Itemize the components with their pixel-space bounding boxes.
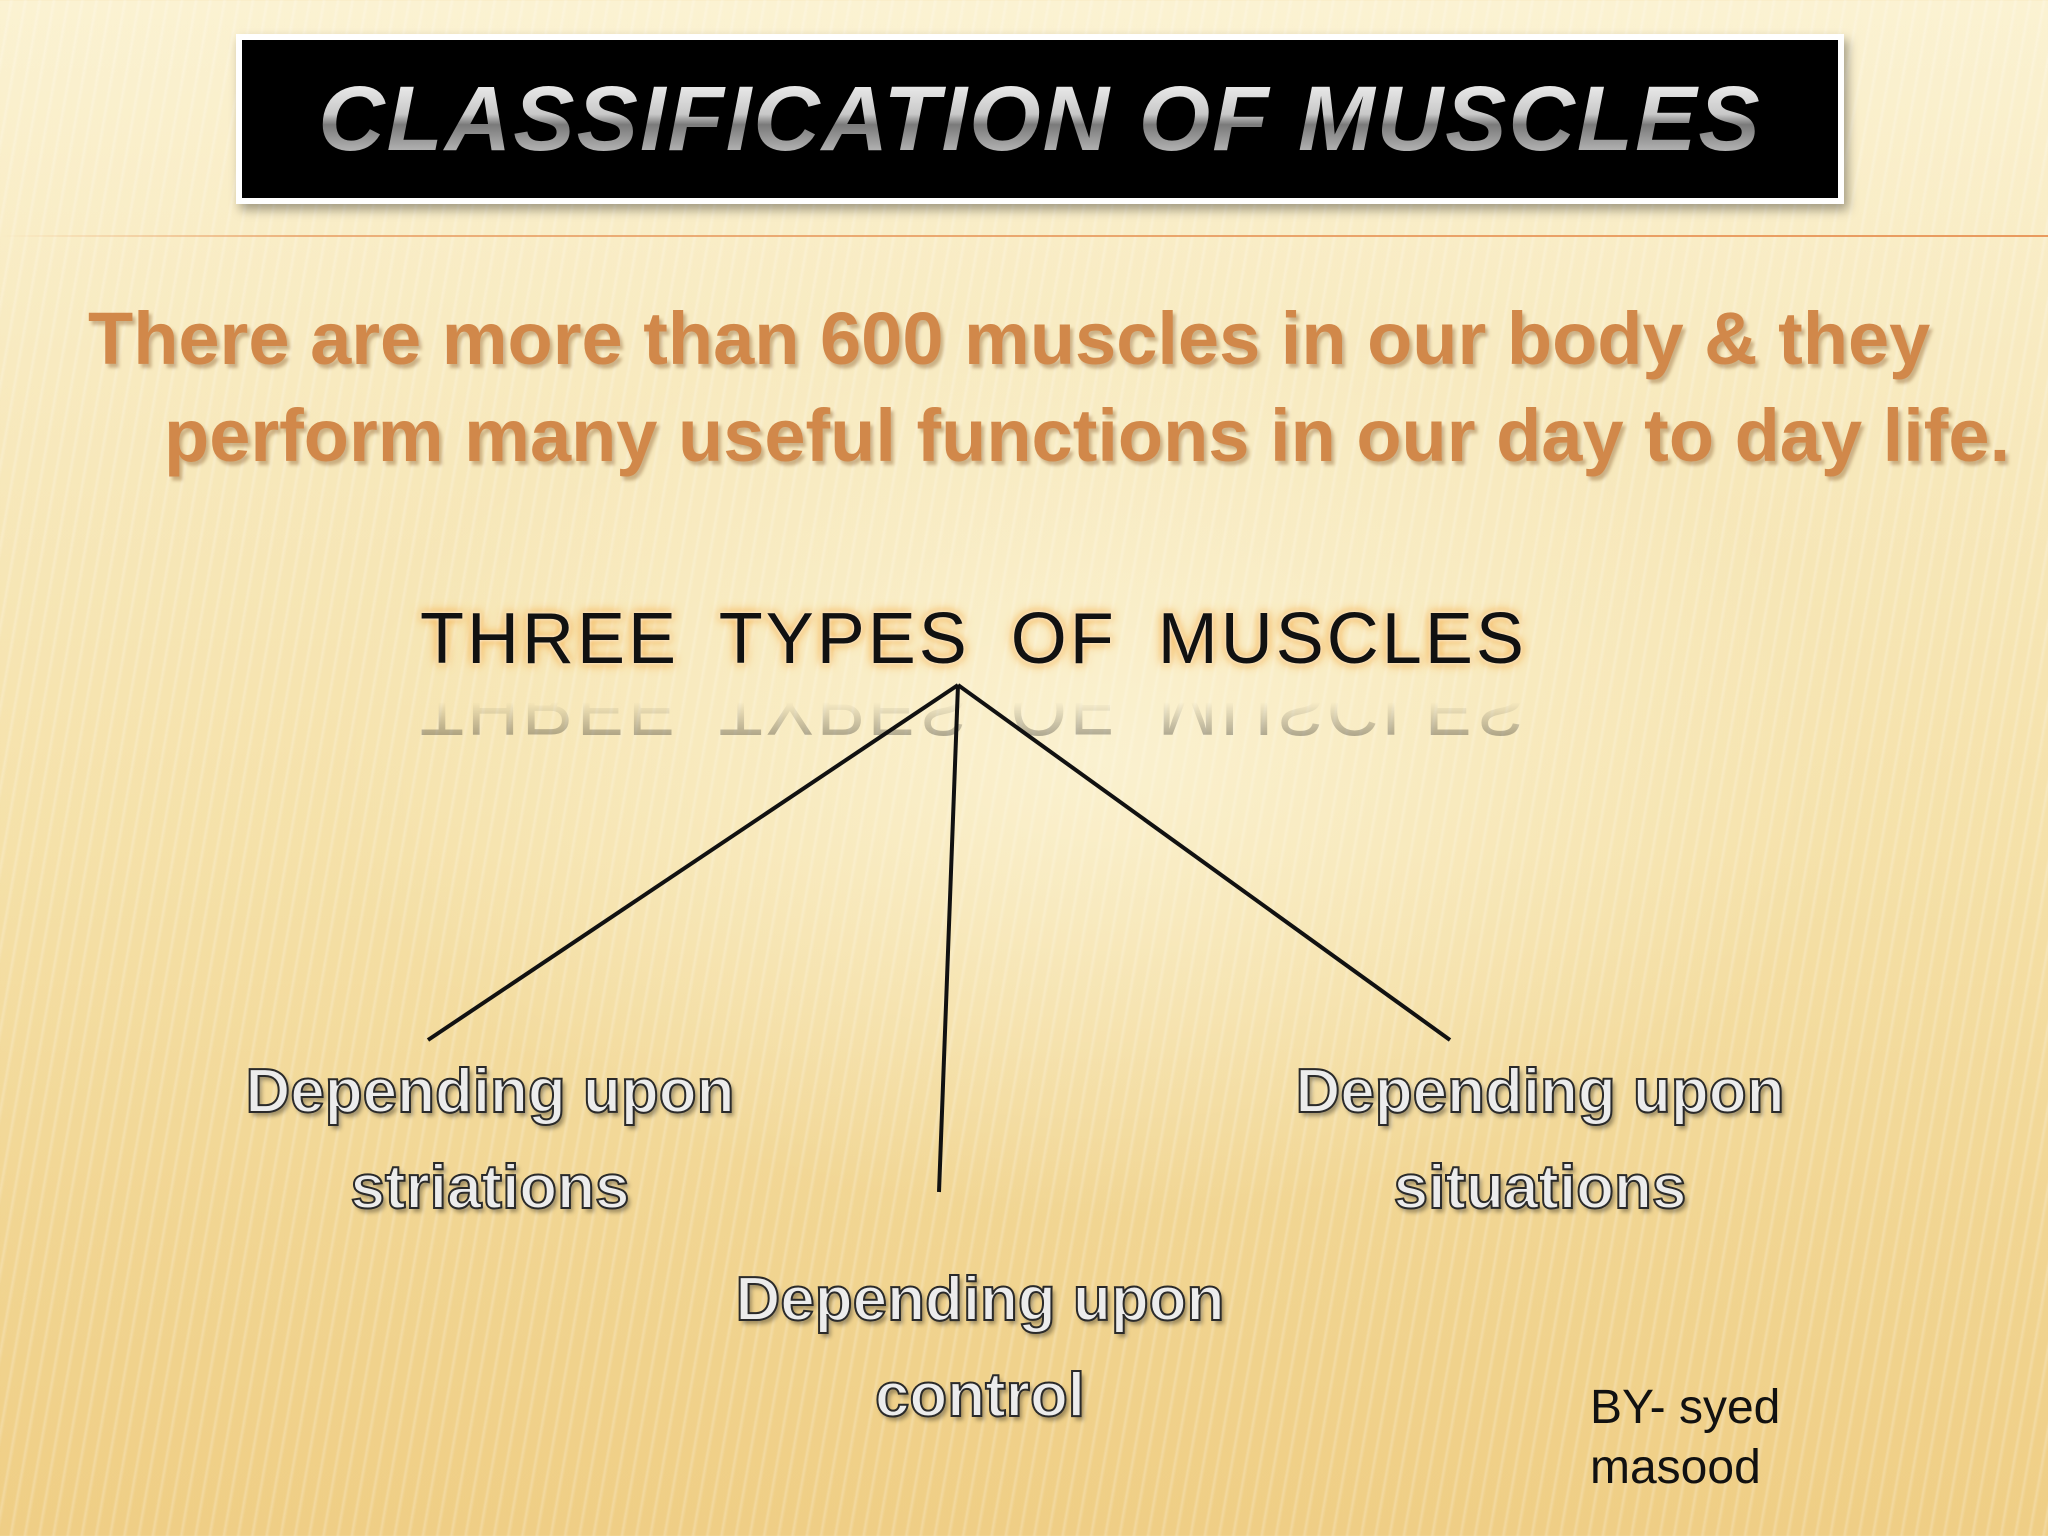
- types-heading: THREE TYPES OF MUSCLES: [420, 599, 1527, 679]
- branch-situations: Depending upon situations: [1220, 1044, 1860, 1236]
- branch-control-line1: Depending upon: [734, 1264, 1225, 1335]
- branch-striations-line2: striations: [349, 1152, 630, 1223]
- branch-control: Depending upon control: [680, 1252, 1280, 1444]
- byline-line2: masood: [1590, 1441, 1761, 1494]
- branch-control-line2: control: [874, 1360, 1086, 1431]
- branch-striations: Depending upon striations: [190, 1044, 790, 1236]
- title-banner: CLASSIFICATION OF MUSCLES: [236, 34, 1844, 204]
- branch-situations-line1: Depending upon: [1294, 1056, 1785, 1127]
- branch-situations-line2: situations: [1393, 1152, 1688, 1223]
- branch-line-middle: [937, 684, 960, 1193]
- page-title: CLASSIFICATION OF MUSCLES: [318, 67, 1762, 170]
- byline-line1: BY- syed: [1590, 1381, 1781, 1434]
- branch-striations-line1: Depending upon: [244, 1056, 735, 1127]
- types-heading-reflection: THREE TYPES OF MUSCLES: [420, 670, 1527, 749]
- author-byline: BY- syed masood: [1590, 1378, 1780, 1498]
- intro-paragraph: There are more than 600 muscles in our b…: [88, 297, 2011, 477]
- divider-line: [0, 235, 2048, 237]
